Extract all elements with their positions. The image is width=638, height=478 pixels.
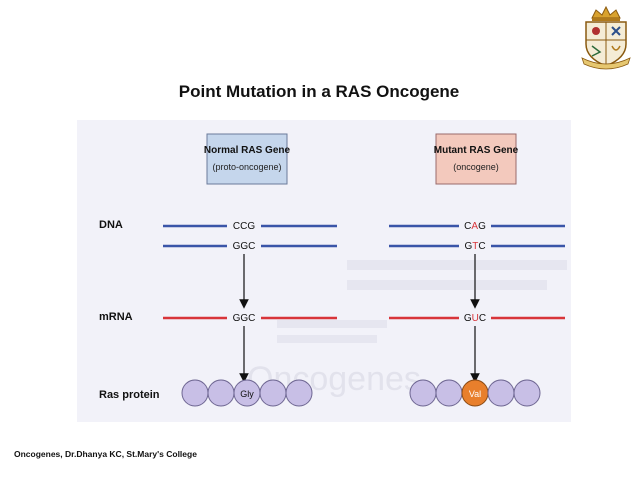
normal-protein-bead: [207, 379, 235, 407]
normal-gene-subtitle: (proto-oncogene): [212, 162, 281, 172]
mutant-gene-box: [435, 133, 517, 185]
normal-protein-bead: [181, 379, 209, 407]
normal-protein-bead: [285, 379, 313, 407]
mutant-mrna-mutated-base: U: [472, 313, 479, 324]
mutant-gene-title: Mutant RAS Gene: [434, 145, 519, 156]
mutant-mrna-codon: GUC: [464, 313, 486, 324]
normal-protein-bead: [259, 379, 287, 407]
mutant-protein-bead: [513, 379, 541, 407]
ras-mutation-figure: Oncogenes Normal RAS Gene (proto-oncogen…: [77, 120, 571, 422]
mutant-gene-subtitle: (oncogene): [453, 162, 499, 172]
mutant-protein-bead: [409, 379, 437, 407]
mutant-dna-top-codon: CAG: [464, 221, 486, 232]
normal-gene-title: Normal RAS Gene: [204, 145, 291, 156]
normal-dna-top-codon: CCG: [233, 221, 255, 232]
mutant-protein-bead: [435, 379, 463, 407]
mutant-protein-bead: [487, 379, 515, 407]
normal-mrna-codon: GGC: [233, 313, 256, 324]
mutant-amino-acid-label: Val: [469, 389, 481, 399]
normal-dna-bottom-codon: GGC: [233, 241, 256, 252]
normal-gene-box: [206, 133, 288, 185]
mutant-dna-bottom-mutated-base: T: [472, 241, 478, 252]
mrna-row-label: mRNA: [99, 311, 133, 323]
slide-footer: Oncogenes, Dr.Dhanya KC, St.Mary's Colle…: [14, 449, 197, 459]
protein-row-label: Ras protein: [99, 389, 160, 401]
mutant-dna-bottom-codon: GTC: [464, 241, 485, 252]
dna-row-label: DNA: [99, 219, 123, 231]
slide-title: Point Mutation in a RAS Oncogene: [178, 82, 460, 101]
mutant-dna-top-mutated-base: A: [471, 221, 478, 232]
college-crest-icon: [581, 5, 631, 70]
normal-amino-acid-label: Gly: [240, 389, 254, 399]
